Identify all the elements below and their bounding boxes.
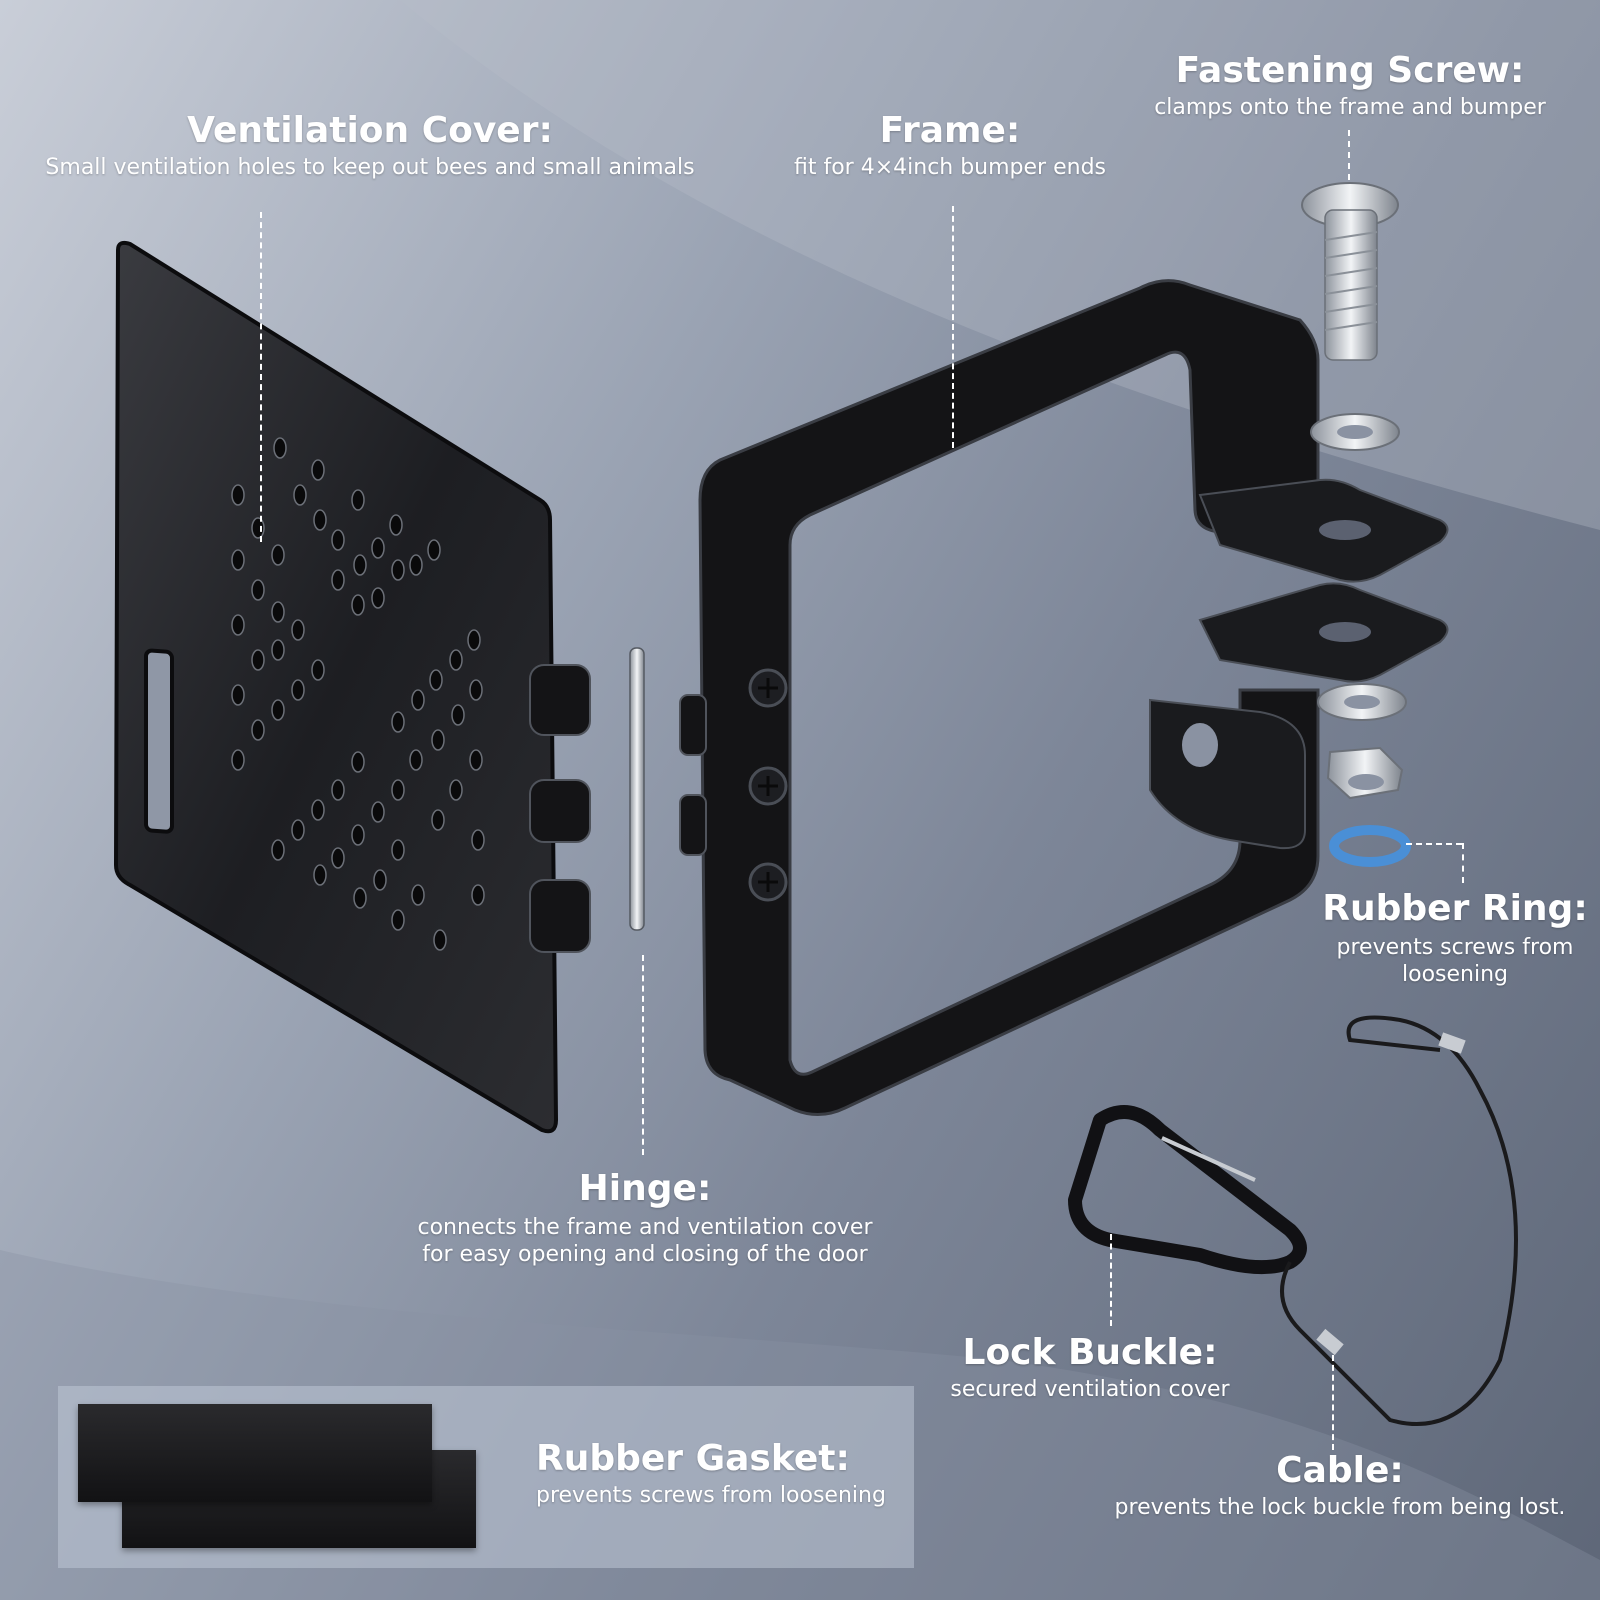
- leader-frame: [952, 206, 954, 448]
- hinge-desc-line2: for easy opening and closing of the door: [422, 1241, 868, 1267]
- cable-title: Cable:: [1276, 1450, 1404, 1491]
- label-fastening-screw: Fastening Screw: clamps onto the frame a…: [1140, 50, 1560, 122]
- hinge-title: Hinge:: [578, 1168, 712, 1209]
- rubber-ring-part: [1329, 825, 1411, 867]
- cable-desc: prevents the lock buckle from being lost…: [1114, 1495, 1566, 1521]
- label-hinge: Hinge: connects the frame and ventilatio…: [400, 1168, 890, 1268]
- hinge-pin: [629, 647, 645, 931]
- frame-title: Frame:: [879, 110, 1021, 151]
- carabiner: [1068, 1105, 1307, 1275]
- fastening-screw-desc: clamps onto the frame and bumper: [1154, 95, 1546, 121]
- lock-buckle-desc: secured ventilation cover: [950, 1377, 1230, 1403]
- leader-ventilation-cover: [260, 212, 262, 542]
- leader-hinge: [642, 955, 644, 1155]
- ventilation-cover-desc: Small ventilation holes to keep out bees…: [45, 155, 695, 181]
- fastening-screw: [1301, 182, 1399, 361]
- label-ventilation-cover: Ventilation Cover: Small ventilation hol…: [40, 110, 700, 182]
- rubber-ring-desc-line1: prevents screws from: [1336, 935, 1574, 961]
- rubber-gasket-front: [78, 1404, 432, 1502]
- leader-lock-buckle: [1110, 1234, 1112, 1326]
- label-frame: Frame: fit for 4×4inch bumper ends: [760, 110, 1140, 182]
- rubber-ring-desc-line2: loosening: [1402, 961, 1508, 987]
- fastening-screw-title: Fastening Screw:: [1175, 50, 1525, 91]
- lock-buckle-title: Lock Buckle:: [962, 1332, 1218, 1373]
- cable-wire: [1280, 1015, 1518, 1426]
- label-rubber-ring: Rubber Ring: prevents screws from loosen…: [1320, 888, 1590, 988]
- rubber-ring-desc: prevents screws from loosening: [1320, 935, 1590, 988]
- rubber-gasket-panel: [58, 1386, 914, 1568]
- hinge-desc: connects the frame and ventilation cover…: [400, 1215, 890, 1268]
- hex-nut: [1326, 746, 1404, 800]
- leader-cable: [1332, 1355, 1334, 1450]
- leader-rubber-ring-v: [1462, 843, 1464, 883]
- label-cable: Cable: prevents the lock buckle from bei…: [1100, 1450, 1580, 1522]
- ventilation-cover-plate: [113, 240, 591, 1134]
- ventilation-cover-title: Ventilation Cover:: [187, 110, 553, 151]
- leader-rubber-ring-h: [1406, 843, 1462, 845]
- hinge-desc-line1: connects the frame and ventilation cover: [417, 1215, 873, 1241]
- label-lock-buckle: Lock Buckle: secured ventilation cover: [930, 1332, 1250, 1404]
- rubber-gasket-desc: prevents screws from loosening: [536, 1483, 886, 1509]
- rubber-ring-title: Rubber Ring:: [1322, 888, 1588, 929]
- frame-bracket: [679, 279, 1449, 1116]
- frame-desc: fit for 4×4inch bumper ends: [793, 155, 1107, 181]
- rubber-gasket-title: Rubber Gasket:: [536, 1438, 850, 1479]
- leader-fastening-screw: [1348, 130, 1350, 180]
- label-rubber-gasket: Rubber Gasket: prevents screws from loos…: [536, 1438, 886, 1510]
